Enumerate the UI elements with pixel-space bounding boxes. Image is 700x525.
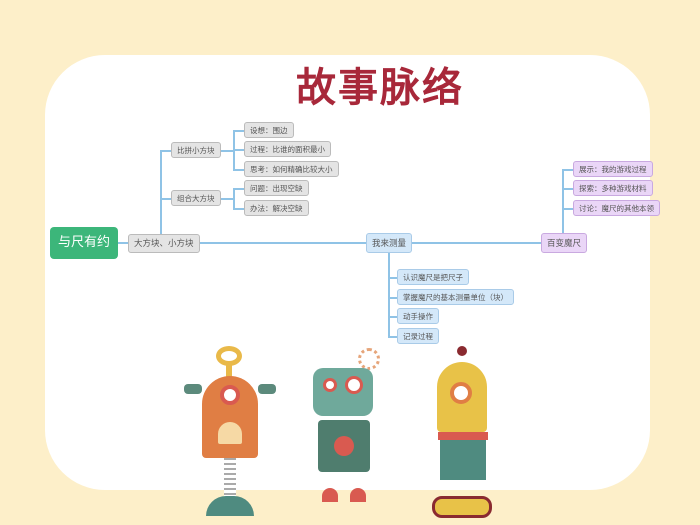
leaf-node[interactable]: 探索：多种游戏材料 <box>573 180 653 196</box>
connector <box>562 169 564 235</box>
leaf-node[interactable]: 认识魔尺是把尺子 <box>397 269 469 285</box>
page-title: 故事脉络 <box>296 64 464 111</box>
connector <box>233 169 244 171</box>
branch-node[interactable]: 我来测量 <box>366 233 413 253</box>
main-connector <box>118 242 548 244</box>
branch-node[interactable]: 大方块、小方块 <box>128 234 200 253</box>
connector <box>233 208 244 210</box>
connector <box>388 277 398 279</box>
root-node[interactable]: 与尺有约 <box>50 227 118 259</box>
branch-node[interactable]: 百变魔尺 <box>541 233 588 253</box>
connector <box>214 150 234 152</box>
leaf-node[interactable]: 问题：出现空缺 <box>244 180 309 196</box>
connector <box>388 336 398 338</box>
sub-node[interactable]: 组合大方块 <box>171 190 221 206</box>
connector <box>233 188 235 208</box>
connector <box>562 169 573 171</box>
connector <box>233 149 244 151</box>
leaf-node[interactable]: 掌握魔尺的基本测量单位（块） <box>397 289 514 305</box>
sub-node[interactable]: 比拼小方块 <box>171 142 221 158</box>
connector <box>388 250 390 336</box>
leaf-node[interactable]: 过程：比谁的面积最小 <box>244 141 331 157</box>
connector <box>233 188 244 190</box>
connector <box>160 150 162 242</box>
connector <box>160 198 172 200</box>
connector <box>562 188 573 190</box>
leaf-node[interactable]: 展示：我的游戏过程 <box>573 161 653 177</box>
connector <box>388 297 398 299</box>
leaf-node[interactable]: 讨论：魔尺的其他本领 <box>573 200 660 216</box>
connector <box>562 208 573 210</box>
leaf-node[interactable]: 记录过程 <box>397 328 439 344</box>
connector <box>160 150 172 152</box>
connector <box>214 198 234 200</box>
connector <box>233 130 244 132</box>
connector <box>388 316 398 318</box>
content-panel <box>45 55 650 490</box>
leaf-node[interactable]: 思考：如何精确比较大小 <box>244 161 339 177</box>
leaf-node[interactable]: 动手操作 <box>397 308 439 324</box>
leaf-node[interactable]: 办法：解决空缺 <box>244 200 309 216</box>
leaf-node[interactable]: 设想：围边 <box>244 122 294 138</box>
